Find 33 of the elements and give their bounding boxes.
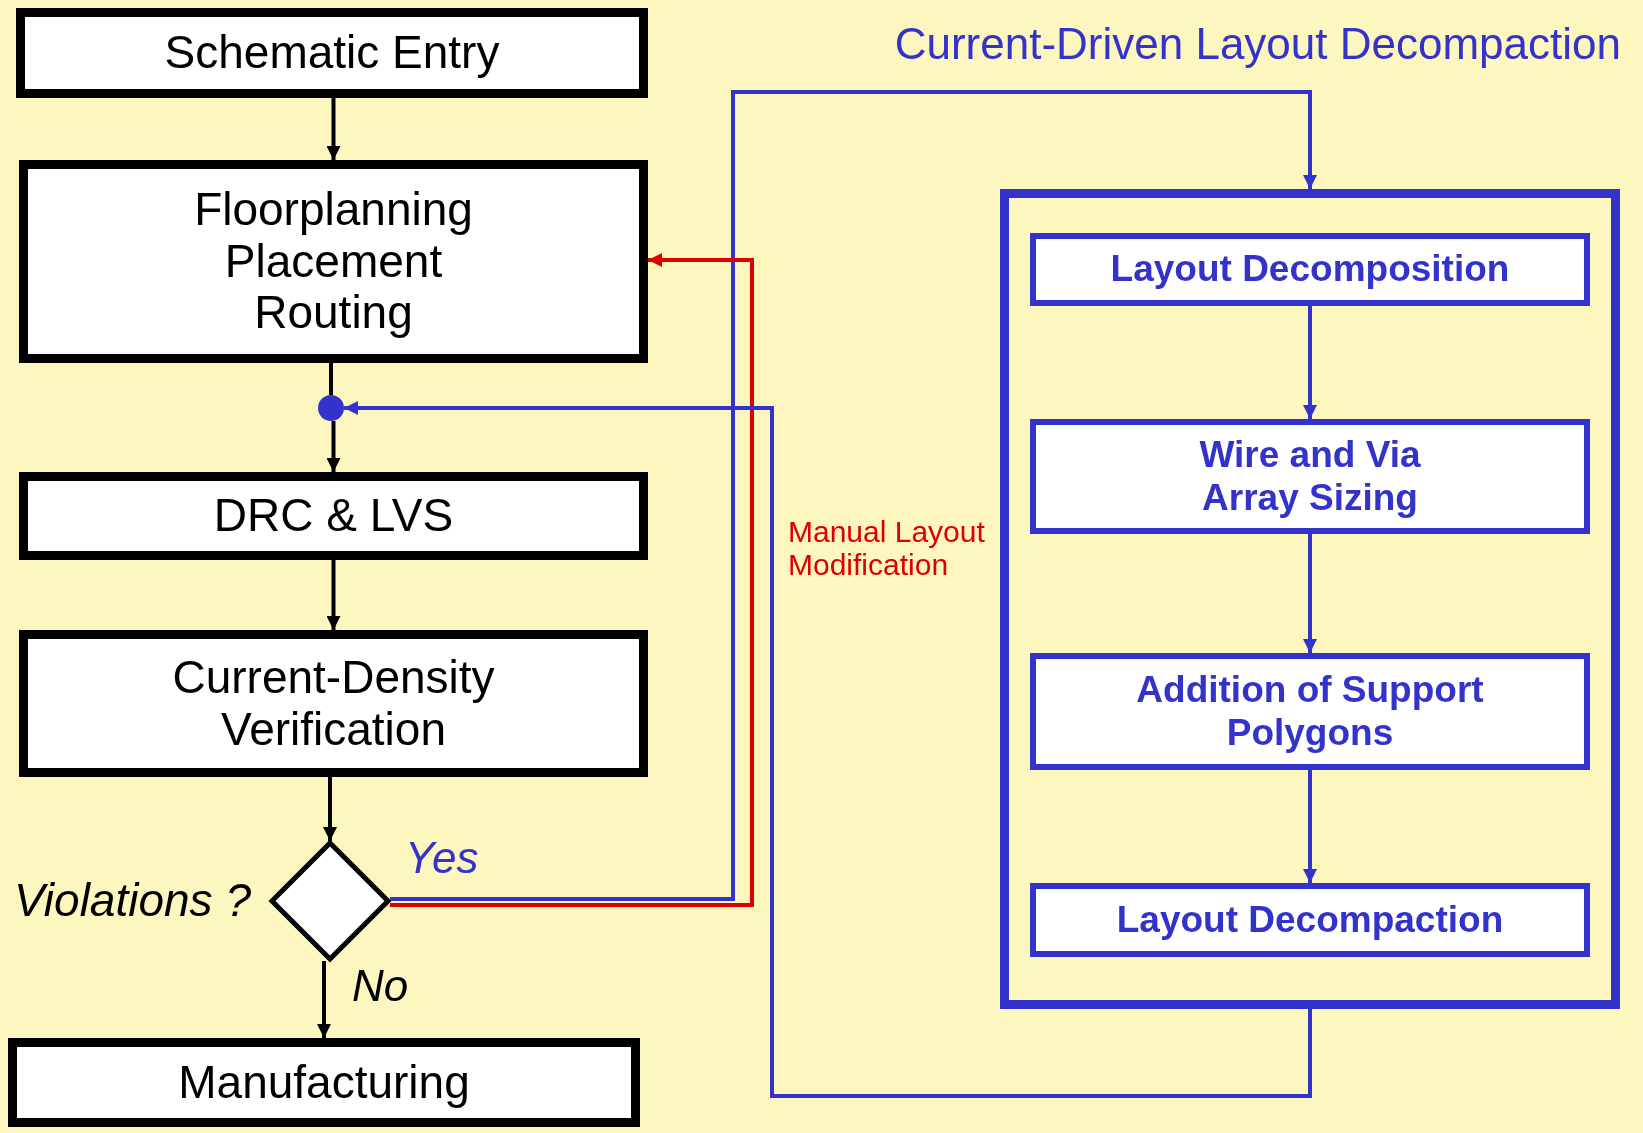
connector-arrow [1303,770,1317,883]
process-box [19,630,648,777]
process-box [1030,419,1590,534]
box-label: Schematic Entry [164,27,500,79]
connector-arrow [317,961,331,1038]
box-label: DRC & LVS [213,490,454,542]
process-box [1030,233,1590,306]
process-box [1030,653,1590,770]
box-label: Wire and Via Array Sizing [1198,433,1422,520]
process-box [19,160,648,363]
group-title: Current-Driven Layout Decompaction [894,20,1621,69]
connector-arrow [323,777,337,841]
connector-arrow [1303,534,1317,653]
connector-arrow [390,90,1317,901]
process-box [19,472,648,560]
box-label: Floorplanning Placement Routing [193,184,474,339]
connector-arrow [326,421,341,472]
box-label: Layout Decomposition [1110,248,1510,291]
connector-arrow [326,98,341,160]
decision-question: Violations ? [14,873,251,927]
process-box [8,1038,640,1127]
connector-arrow [326,560,341,630]
process-box [1030,883,1590,957]
connector-arrow [390,253,754,907]
connector-arrow [1303,306,1317,419]
box-label: Current-Density Verification [171,652,496,755]
box-label: Layout Decompaction [1116,898,1504,942]
process-box [16,8,648,98]
junction-dot [318,395,344,421]
box-label: Addition of Support Polygons [1135,668,1485,755]
box-label: Manufacturing [178,1056,470,1109]
decision-diamond [270,841,390,961]
connector-arrow [344,401,1312,1098]
